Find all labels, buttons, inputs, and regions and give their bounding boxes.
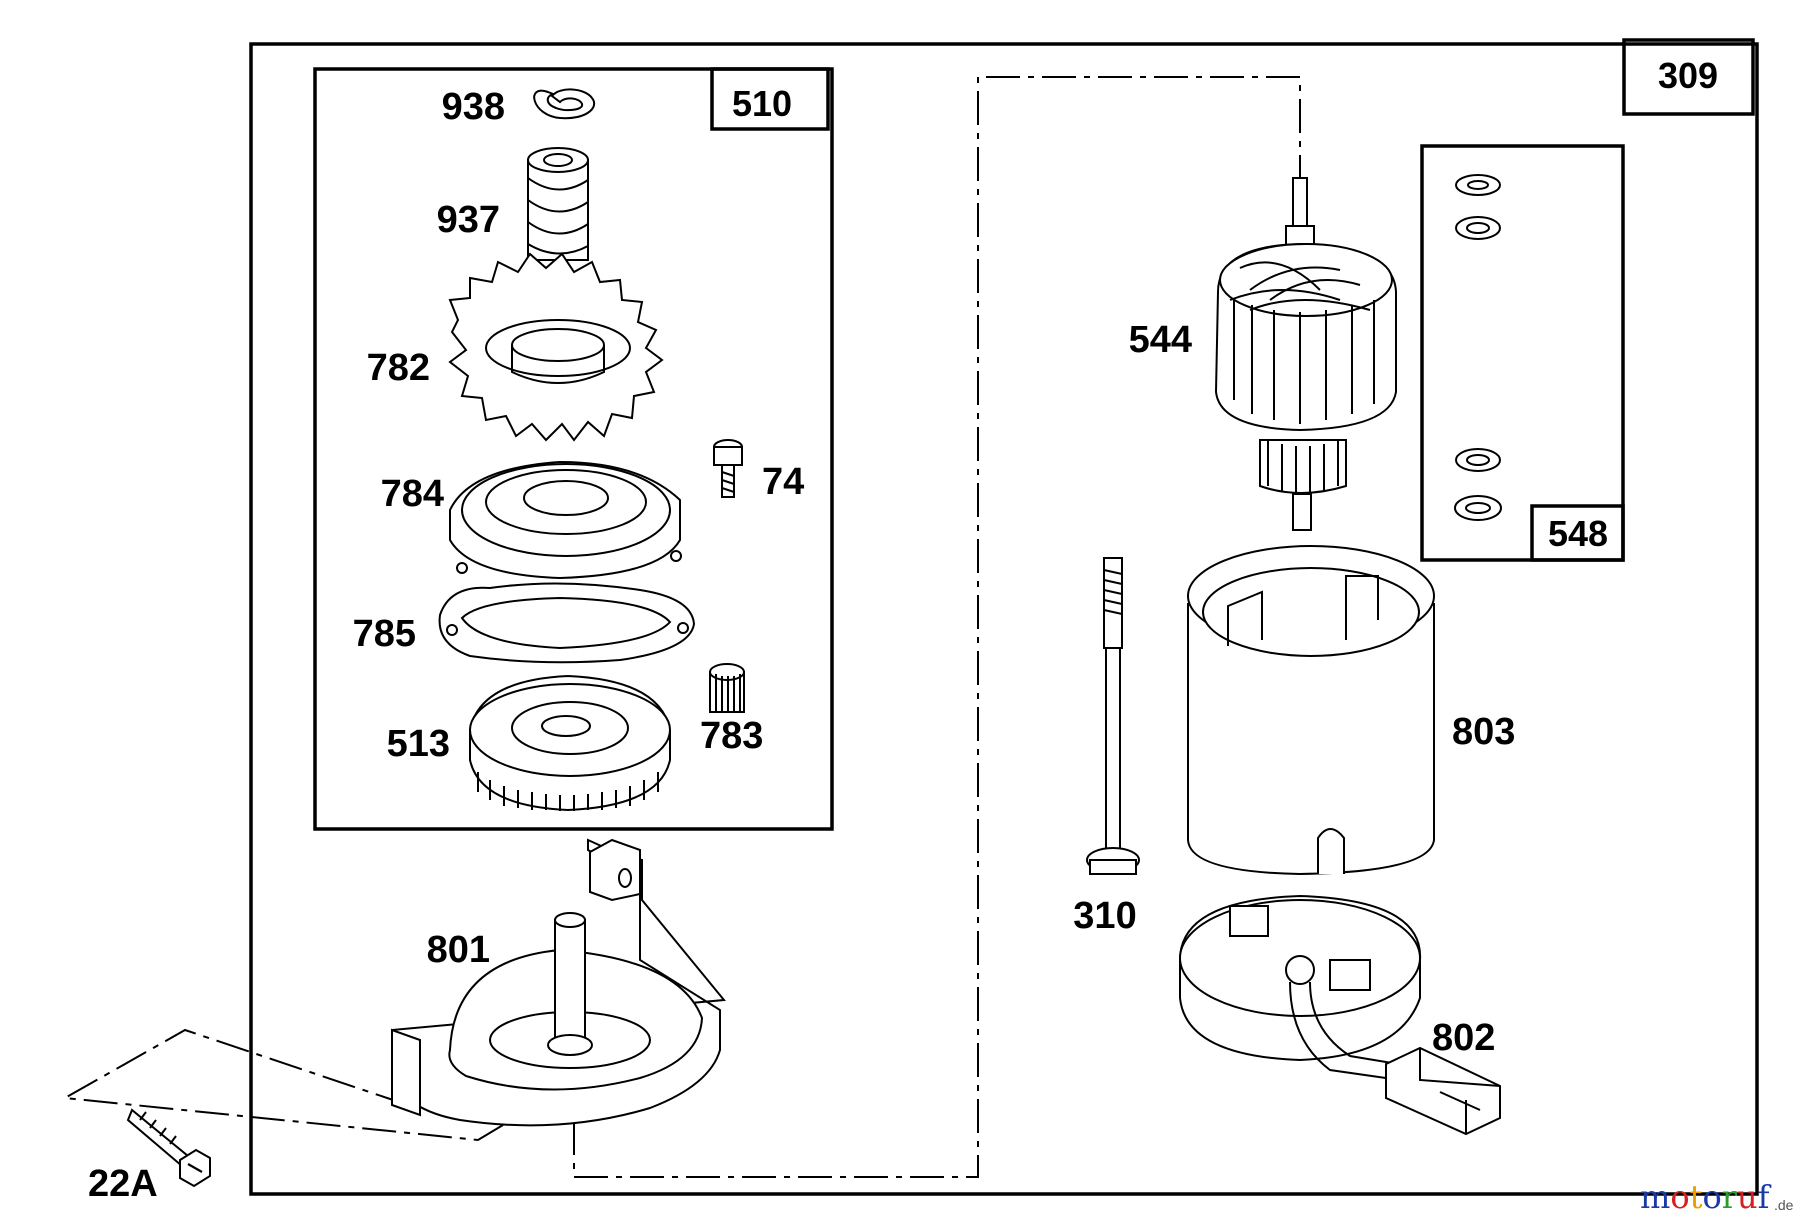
- part-label-802: 802: [1432, 1017, 1495, 1059]
- part-label-784: 784: [381, 473, 444, 515]
- part-label-513: 513: [387, 723, 450, 765]
- part-label-783: 783: [700, 715, 763, 757]
- part-label-544: 544: [1129, 319, 1192, 361]
- screw-assembly-line: [61, 1028, 504, 1142]
- outer-frame-label: 309: [1658, 55, 1718, 96]
- brush-plate-802: [1179, 894, 1501, 1136]
- part-label-938: 938: [442, 86, 505, 128]
- starter-gear-782: [448, 252, 664, 442]
- outer-frame-label-box: [1622, 38, 1755, 116]
- washer-kit-label-box: [1530, 504, 1625, 562]
- part-label-785: 785: [353, 613, 416, 655]
- gear-kit-label: 510: [732, 83, 792, 124]
- gasket-785: [438, 582, 696, 664]
- part-label-310: 310: [1073, 895, 1136, 937]
- screw-22a: [126, 1108, 211, 1188]
- watermark-brand: motoruf: [1640, 1178, 1772, 1216]
- washer-kit-label: 548: [1548, 513, 1608, 554]
- part-label-74: 74: [762, 461, 804, 503]
- part-label-803: 803: [1452, 711, 1515, 753]
- part-label-22a: 22A: [88, 1163, 158, 1205]
- watermark-suffix: .de: [1774, 1197, 1794, 1213]
- worm-gear-937: [527, 147, 589, 261]
- assembly-centerline: [573, 76, 1301, 1178]
- drive-housing-801: [391, 838, 726, 1127]
- through-bolt-310: [1086, 557, 1140, 875]
- gear-kit-frame: 510: [313, 67, 834, 831]
- part-label-937: 937: [437, 199, 500, 241]
- part-label-801: 801: [427, 929, 490, 971]
- motor-housing-803: [1187, 545, 1435, 876]
- retaining-ring-938: [533, 88, 595, 120]
- washers-548: [1454, 174, 1502, 521]
- screw-74: [713, 439, 743, 498]
- ring-gear-513: [469, 674, 671, 812]
- pinion-783: [709, 663, 745, 713]
- cover-784: [449, 460, 682, 580]
- washer-kit-frame: 548: [1420, 144, 1625, 562]
- watermark-logo: motoruf .de: [1640, 1178, 1794, 1216]
- part-label-782: 782: [367, 347, 430, 389]
- gear-kit-label-box: [710, 67, 830, 131]
- armature-544: [1214, 177, 1397, 531]
- outer-frame: 309: [249, 38, 1759, 1196]
